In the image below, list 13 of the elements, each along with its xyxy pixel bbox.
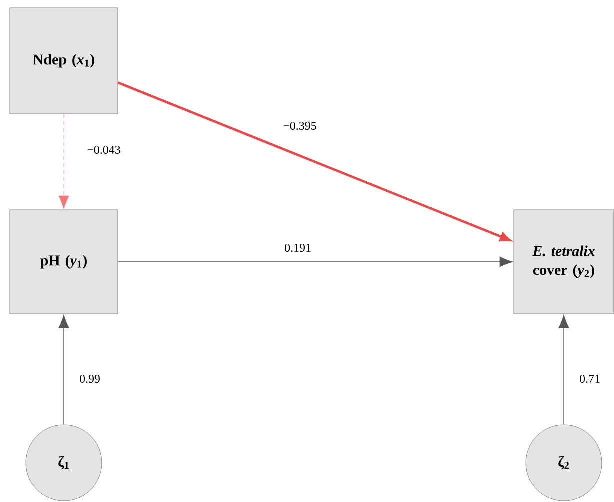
edge-label: −0.043 (86, 144, 122, 156)
edge-label: 0.71 (578, 374, 602, 384)
edge-label: 0.99 (78, 374, 102, 384)
arrow (58, 315, 70, 426)
arrow (558, 315, 570, 426)
variable-box: E. tetralix cover (y$_{2}$) (514, 210, 614, 314)
arrow (58, 114, 70, 210)
edge-label: −0.395 (282, 120, 318, 132)
variable-box: Ndep (x$_{1}$) (10, 8, 118, 114)
arrow (118, 256, 513, 268)
arrow (118, 82, 511, 242)
variable-box: pH (y$_{1}$) (10, 210, 118, 314)
edge-label: 0.191 (284, 242, 312, 254)
